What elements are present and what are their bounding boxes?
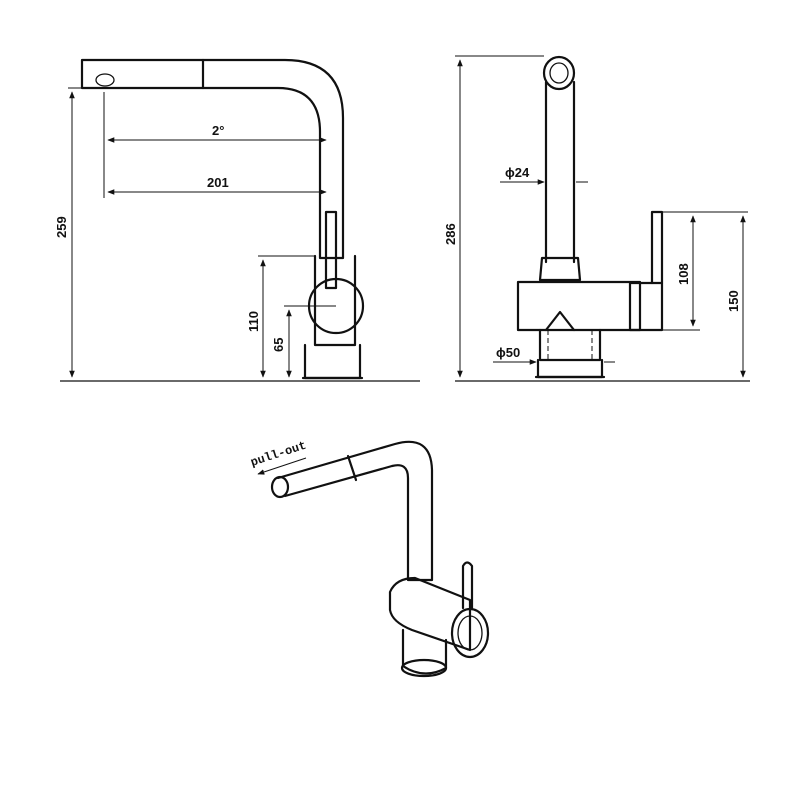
- side-base: [303, 343, 362, 380]
- perspective-base-plate: [400, 658, 448, 678]
- perspective-lever: [461, 561, 474, 610]
- pull-out-arrow: [257, 457, 307, 475]
- front-spout-column: [544, 80, 576, 264]
- front-lever-height-label: 150: [726, 290, 741, 312]
- front-hidden-lines: [547, 330, 593, 360]
- front-spout-top-inner: [549, 62, 569, 84]
- front-spout-diameter-label: ϕ24: [505, 165, 530, 180]
- front-lower-body: [538, 328, 602, 362]
- pull-out-label: pull-out: [249, 439, 308, 470]
- front-spout-top: [542, 55, 576, 91]
- side-total-height-label: 259: [54, 216, 69, 238]
- front-collar: [538, 256, 582, 282]
- front-lever-length-label: 108: [676, 263, 691, 285]
- perspective-spout: [276, 440, 434, 582]
- perspective-handle-disc-inner: [457, 615, 483, 651]
- front-body-notch: [544, 310, 576, 332]
- side-handle-height-label: 110: [246, 311, 261, 332]
- front-base: [536, 358, 604, 379]
- front-lever: [650, 210, 664, 285]
- perspective-spout-joint: [346, 454, 358, 482]
- front-base-diameter-label: ϕ50: [496, 345, 520, 360]
- front-handle-block: [628, 281, 664, 332]
- perspective-handle-disc: [450, 607, 490, 659]
- perspective-spout-nozzle: [270, 475, 290, 499]
- side-body: [313, 254, 357, 347]
- front-view: 286 ϕ24 ϕ50 108 150: [443, 55, 750, 382]
- front-body: [516, 280, 642, 332]
- side-view: 259 2° 201 110 65: [54, 58, 420, 382]
- perspective-view: pull-out: [249, 439, 490, 678]
- side-lever: [324, 210, 338, 290]
- side-angle-label: 2°: [212, 123, 224, 138]
- side-spout-nozzle: [95, 73, 115, 87]
- perspective-base: [401, 628, 448, 675]
- side-spout: [80, 58, 345, 260]
- front-total-height-label: 286: [443, 223, 458, 245]
- side-body-height-label: 65: [271, 338, 286, 352]
- side-reach-label: 201: [207, 175, 229, 190]
